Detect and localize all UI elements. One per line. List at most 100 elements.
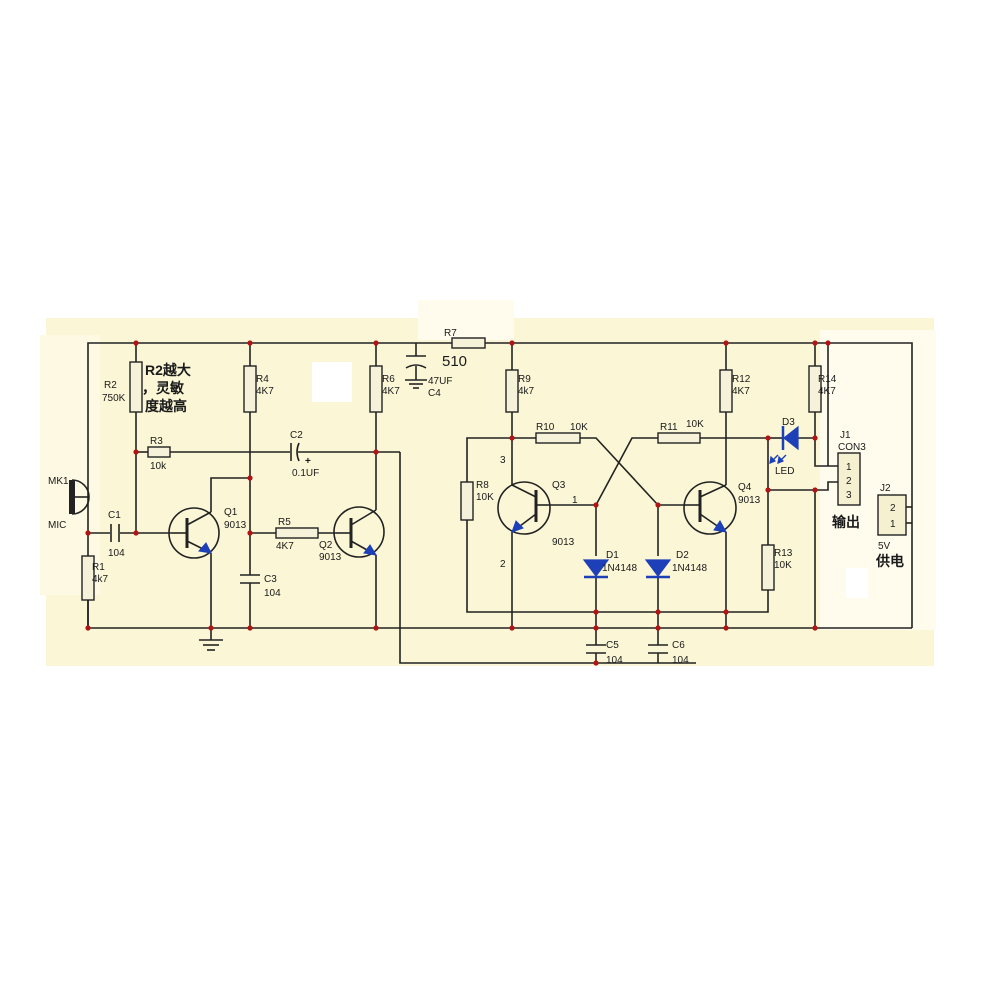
q3-pin2: 2 [500, 559, 506, 570]
r5-value: 4K7 [276, 541, 294, 552]
diode-d2: D2 1N4148 [644, 550, 707, 579]
c3-ref: C3 [264, 574, 277, 585]
r6-value: 4K7 [382, 386, 400, 397]
resistor-r2: R2 750K R2越大 ，灵敏 度越高 [102, 361, 191, 414]
d3-ref: D3 [782, 417, 795, 428]
led-icon [769, 425, 799, 464]
q1-ref: Q1 [224, 507, 238, 518]
q3-pin1: 1 [572, 495, 578, 506]
q4-ref: Q4 [738, 482, 752, 493]
c2-plus-mark: + [305, 456, 311, 467]
transistor-q2: Q2 9013 [319, 506, 385, 563]
d1-ref: D1 [606, 550, 619, 561]
resistor-r3: R3 10k [147, 436, 171, 472]
microphone-mk1: MK1 MIC [48, 476, 90, 531]
ground-icon [199, 639, 223, 651]
r4-ref: R4 [256, 374, 269, 385]
npn-transistor-icon [497, 481, 551, 535]
j2-label: 供电 [875, 553, 904, 569]
connector-j1: J1 CON3 1 2 3 输出 [832, 430, 866, 530]
r8-value: 10K [476, 492, 494, 503]
microphone-icon [69, 479, 90, 515]
capacitor-c3: C3 104 [240, 574, 281, 599]
r7-ref: R7 [444, 328, 457, 339]
r3-value: 10k [150, 461, 167, 472]
connector-j2: J2 2 1 5V 供电 [875, 483, 907, 569]
r12-value: 4K7 [732, 386, 750, 397]
npn-transistor-icon [168, 507, 220, 559]
q4-value: 9013 [738, 495, 761, 506]
mk1-value: MIC [48, 520, 66, 531]
j1-value: CON3 [838, 442, 866, 453]
capacitor-c1: C1 104 [108, 510, 125, 559]
transistor-q4: Q4 9013 [683, 481, 761, 535]
q2-ref: Q2 [319, 540, 333, 551]
resistor-r11: R11 10K [657, 419, 704, 444]
ground-icon [405, 379, 427, 389]
connector-icon [837, 452, 861, 506]
r2-note-line2: ，灵敏 [142, 380, 185, 396]
r13-value: 10K [774, 560, 792, 571]
transistor-q3: Q3 9013 1 2 3 [497, 455, 578, 570]
c2-value: 0.1UF [292, 468, 319, 479]
j1-pin2: 2 [846, 476, 852, 487]
r12-ref: R12 [732, 374, 751, 385]
r1-value: 4k7 [92, 574, 109, 585]
capacitor-c6: C6 104 [648, 640, 689, 666]
r14-ref: R14 [818, 374, 837, 385]
capacitor-c2: C2 0.1UF + [290, 430, 319, 479]
d2-value: 1N4148 [672, 563, 707, 574]
diode-icon [582, 559, 610, 579]
j2-value: 5V [878, 541, 891, 552]
resistor-r9: R9 4k7 [505, 369, 535, 413]
c6-ref: C6 [672, 640, 685, 651]
r2-ref: R2 [104, 380, 117, 391]
c3-value: 104 [264, 588, 281, 599]
c1-value: 104 [108, 548, 125, 559]
resistor-r12: R12 4K7 [719, 369, 751, 413]
resistor-r5: R5 4K7 [275, 517, 319, 552]
led-d3: D3 LED [769, 417, 799, 477]
transistor-q1: Q1 9013 [168, 507, 247, 651]
diode-d1: D1 1N4148 [582, 550, 637, 579]
q2-value: 9013 [319, 552, 342, 563]
r5-ref: R5 [278, 517, 291, 528]
r9-ref: R9 [518, 374, 531, 385]
r13-ref: R13 [774, 548, 793, 559]
r10-value: 10K [570, 422, 588, 433]
c2-ref: C2 [290, 430, 303, 441]
d1-value: 1N4148 [602, 563, 637, 574]
j2-ref: J2 [880, 483, 891, 494]
resistor-r4: R4 4K7 [243, 365, 274, 413]
j1-label: 输出 [832, 514, 860, 530]
r2-note-line3: 度越高 [145, 398, 187, 414]
resistor-r8: R8 10K [460, 480, 494, 521]
r7-value: 510 [442, 353, 467, 370]
r11-ref: R11 [660, 422, 678, 433]
q3-pin3: 3 [500, 455, 506, 466]
j1-pin3: 3 [846, 490, 852, 501]
c6-value: 104 [672, 655, 689, 666]
r8-ref: R8 [476, 480, 489, 491]
r2-note-line1: R2越大 [145, 362, 191, 378]
r2-value: 750K [102, 393, 126, 404]
resistor-r10: R10 10K [535, 422, 588, 444]
c5-ref: C5 [606, 640, 619, 651]
r1-ref: R1 [92, 562, 105, 573]
resistor-r1: R1 4k7 [81, 555, 109, 601]
junction-dots [85, 340, 831, 666]
r6-ref: R6 [382, 374, 395, 385]
mk1-ref: MK1 [48, 476, 69, 487]
resistor-r6: R6 4K7 [369, 365, 400, 413]
diode-icon [644, 559, 672, 579]
resistor-r13: R13 10K [761, 544, 793, 591]
d3-value: LED [775, 466, 794, 477]
r4-value: 4K7 [256, 386, 274, 397]
j2-pin2: 2 [890, 503, 896, 514]
q3-value: 9013 [552, 537, 575, 548]
c1-ref: C1 [108, 510, 121, 521]
capacitor-c4: 47UF C4 [405, 355, 452, 399]
q1-value: 9013 [224, 520, 247, 531]
